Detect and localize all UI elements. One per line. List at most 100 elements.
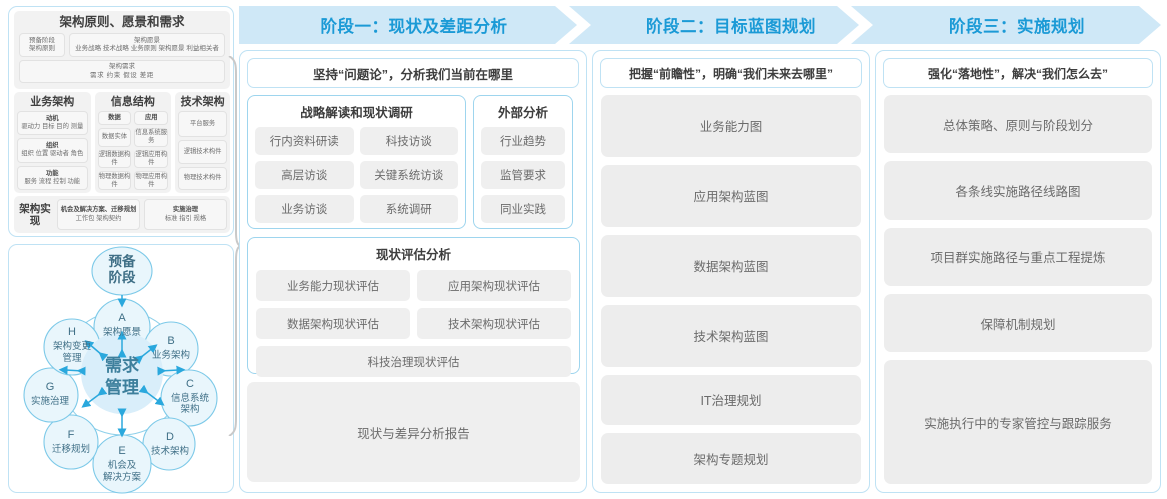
motivation-body: 驱动力 目标 目的 测量 [21,123,84,131]
architecture-realization-group: 架构实现 机会及解决方案、迁移规划 工作包 架构契约 实施治理 标准 指引 规格 [14,196,230,233]
function-cell: 功能 服务 流程 控制 功能 [17,165,88,190]
svg-text:管理: 管理 [62,352,82,364]
architecture-requirements-cell: 架构需求 需求 约束 假设 差距 [19,60,225,83]
list-item[interactable]: 应用架构蓝图 [601,164,861,227]
svg-text:信息系统: 信息系统 [171,392,210,404]
phase-2-slogan: 把握“前瞻性”，明确“我们未来去哪里” [600,58,862,88]
list-item[interactable]: 实施执行中的专家管控与跟踪服务 [884,360,1152,484]
application-subcolumn: 应用 信息系统服务 逻辑应用构件 物理应用构件 [134,111,169,191]
svg-text:管理: 管理 [105,377,139,397]
list-item[interactable]: 应用架构现状评估 [417,270,571,301]
architecture-vision-title: 架构愿景 [134,36,160,44]
phase-3-column: 强化“落地性”，解决“我们怎么去” 总体策略、原则与阶段划分 各条线实施路径线路… [875,50,1161,493]
organization-body: 组织 位置 驱动者 角色 [21,150,84,158]
list-item[interactable]: 数据架构蓝图 [601,234,861,297]
motivation-head: 动机 [45,115,59,123]
implementation-governance-head: 实施治理 [172,206,199,214]
architecture-requirements-items: 需求 约束 假设 差距 [89,71,155,79]
external-analysis-panel: 外部分析 行业趋势 监管要求 同业实践 [473,95,573,229]
strategy-research-panel: 战略解读和现状调研 行内资料研读 科技访谈 高层访谈 关键系统访谈 业务访谈 系… [247,95,466,229]
list-item[interactable]: 业务访谈 [255,195,354,223]
information-structure-column: 信息结构 数据 数据实体 逻辑数据构件 物理数据构件 应用 信息系统服务 逻辑应… [94,92,172,193]
list-item[interactable]: 科技访谈 [359,127,458,155]
svg-text:架构变更: 架构变更 [53,340,92,352]
svg-text:迁移规划: 迁移规划 [52,443,90,455]
phase-3-header: 阶段三：实施规划 [949,18,1085,36]
list-item[interactable]: 系统调研 [359,195,458,223]
svg-text:机会及: 机会及 [108,459,137,471]
physical-technology-component-cell: 物理技术构件 [178,166,228,190]
application-head-cell: 应用 [134,111,169,126]
phase-2-item-list: 业务能力图 应用架构蓝图 数据架构蓝图 技术架构蓝图 IT治理规划 架构专题规划 [601,95,861,484]
current-state-assessment-panel: 现状评估分析 业务能力现状评估 应用架构现状评估 数据架构现状评估 技术架构现状… [247,237,580,377]
list-item[interactable]: 高层访谈 [255,161,354,189]
svg-text:B: B [167,335,174,347]
svg-text:阶段: 阶段 [109,269,136,285]
current-state-assessment-title: 现状评估分析 [375,248,451,262]
svg-text:F: F [68,429,75,441]
information-structure-title: 信息结构 [110,96,155,108]
architecture-requirements-title: 架构需求 [109,63,135,70]
data-entity-cell: 数据实体 [97,128,132,147]
svg-text:架构愿景: 架构愿景 [103,326,141,338]
left-column: 架构原则、愿景和需求 预备阶段 架构原则 架构愿景 业务战略 技术战略 业务原则… [8,6,235,494]
external-analysis-title: 外部分析 [497,106,548,120]
architecture-domains-row: 业务架构 动机 驱动力 目标 目的 测量 组织 组织 位置 驱动者 角色 功能 [14,92,231,193]
phase-1-slogan: 坚持“问题论”，分析我们当前在哪里 [247,58,579,88]
strategy-research-title: 战略解读和现状调研 [300,106,413,120]
architecture-vision-items: 业务战略 技术战略 业务原则 架构愿景 利益相关者 [75,45,219,52]
list-item[interactable]: 技术架构现状评估 [417,308,571,339]
architecture-realization-label: 架构实现 [19,202,51,227]
list-item[interactable]: 业务能力现状评估 [256,270,410,301]
organization-cell: 组织 组织 位置 驱动者 角色 [17,138,88,163]
organization-head: 组织 [45,142,59,150]
platform-service-cell: 平台服务 [178,111,228,138]
svg-text:需求: 需求 [105,355,139,375]
list-item[interactable]: IT治理规划 [601,374,861,426]
function-head: 功能 [45,169,59,177]
list-item[interactable]: 架构专题规划 [601,433,861,484]
svg-text:C: C [186,378,194,390]
data-subcolumn: 数据 数据实体 逻辑数据构件 物理数据构件 [97,111,132,191]
togaf-content-framework-panel: 架构原则、愿景和需求 预备阶段 架构原则 架构愿景 业务战略 技术战略 业务原则… [8,6,234,237]
list-item[interactable]: 保障机制规划 [884,293,1152,353]
framework-heading: 架构原则、愿景和需求 [59,15,185,29]
opportunities-migration-cell: 机会及解决方案、迁移规划 工作包 架构契约 [57,199,140,230]
svg-text:A: A [118,312,126,324]
business-architecture-title: 业务架构 [30,96,75,108]
list-item[interactable]: 同业实践 [481,195,565,223]
list-item[interactable]: 总体策略、原则与阶段划分 [884,95,1152,154]
implementation-governance-cell: 实施治理 标准 指引 规格 [144,199,227,230]
technology-subcolumn: 平台服务 逻辑技术构件 物理技术构件 [178,111,228,190]
phase-2-column: 把握“前瞻性”，明确“我们未来去哪里” 业务能力图 应用架构蓝图 数据架构蓝图 … [592,50,870,493]
svg-text:H: H [68,326,76,338]
gap-analysis-report-card[interactable]: 现状与差异分析报告 [247,382,580,482]
list-item[interactable]: 科技治理现状评估 [256,346,571,377]
data-head-cell: 数据 [97,111,132,126]
list-item[interactable]: 监管要求 [481,161,565,189]
list-item[interactable]: 关键系统访谈 [359,161,458,189]
function-body: 服务 流程 控制 功能 [24,177,81,185]
phase-1-column: 坚持“问题论”，分析我们当前在哪里 战略解读和现状调研 行内资料研读 科技访谈 … [239,50,587,493]
svg-text:业务架构: 业务架构 [152,349,190,361]
list-item[interactable]: 各条线实施路径线路图 [884,161,1152,220]
phase-header-band: 阶段一：现状及差距分析 阶段二：目标蓝图规划 阶段三：实施规划 [239,6,1161,44]
preliminary-phase-title: 预备阶段 [29,36,55,44]
svg-text:G: G [46,381,55,393]
adm-cycle-diagram: 预备 阶段 A 架构愿景 B 业务架构 C 信息系统 架构 D 技术架构 E 机… [9,245,235,494]
business-architecture-column: 业务架构 动机 驱动力 目标 目的 测量 组织 组织 位置 驱动者 角色 功能 [14,92,91,193]
list-item[interactable]: 行内资料研读 [255,127,354,155]
phase-1-top-row: 战略解读和现状调研 行内资料研读 科技访谈 高层访谈 关键系统访谈 业务访谈 系… [247,95,573,229]
svg-text:D: D [166,431,174,443]
list-item[interactable]: 业务能力图 [601,95,861,157]
list-item[interactable]: 数据架构现状评估 [256,308,410,339]
list-item[interactable]: 技术架构蓝图 [601,304,861,367]
opportunities-migration-head: 机会及解决方案、迁移规划 [60,206,137,214]
svg-text:实施治理: 实施治理 [31,395,70,407]
logical-application-component-cell: 逻辑应用构件 [134,149,169,169]
list-item[interactable]: 项目群实施路径与重点工程提炼 [884,227,1152,286]
phase-1-header: 阶段一：现状及差距分析 [320,18,508,36]
physical-application-component-cell: 物理应用构件 [134,171,169,191]
list-item[interactable]: 行业趋势 [481,127,565,155]
